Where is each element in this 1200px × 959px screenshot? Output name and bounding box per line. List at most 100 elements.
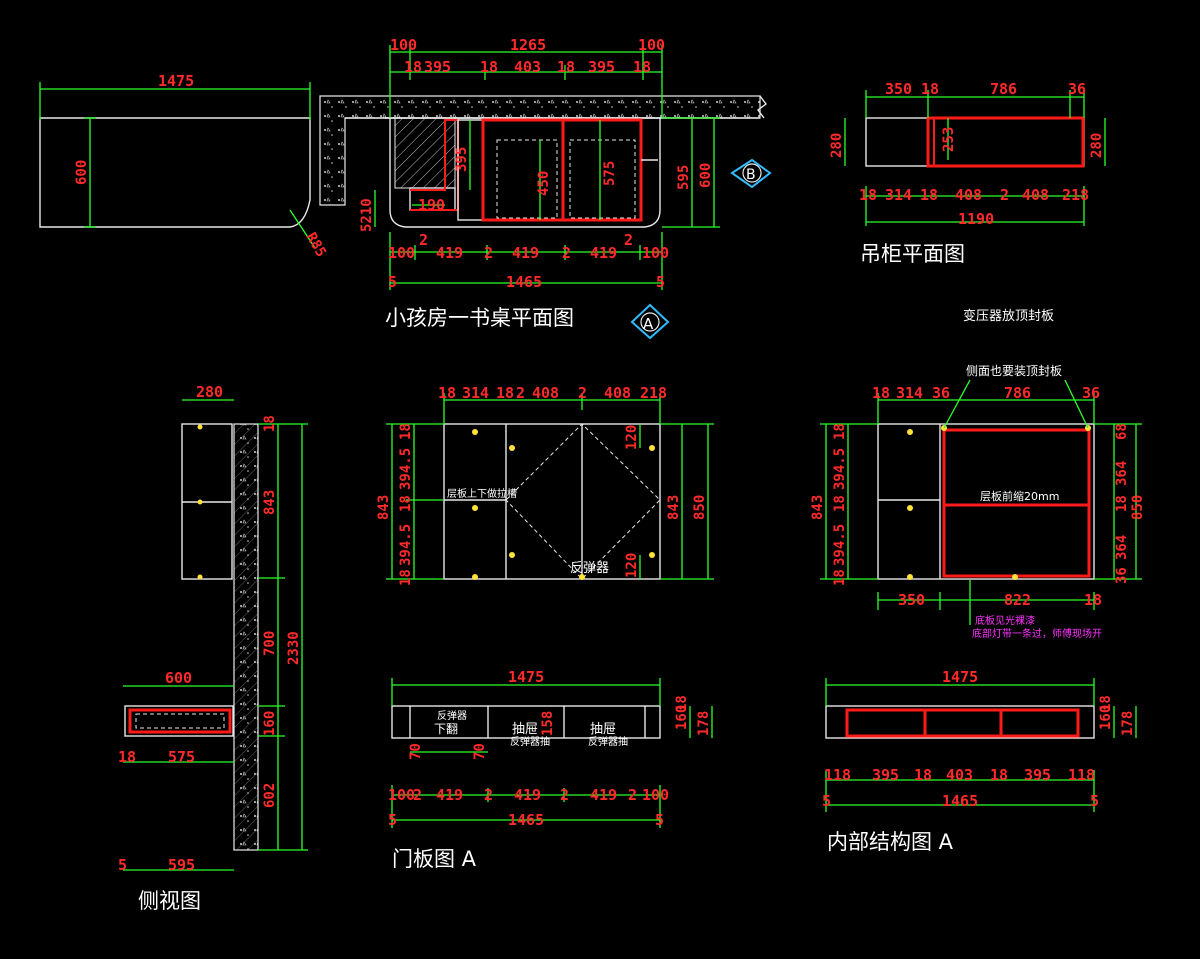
desktop-outline-view: 1475 600 R85 <box>39 72 329 260</box>
int-end-l: 5 <box>822 792 831 810</box>
dim-desk-top-6: 18 <box>633 58 651 76</box>
reflector-note: 反弹器 <box>570 561 609 576</box>
side-v-602: 602 <box>262 783 278 808</box>
side-600: 600 <box>165 669 192 687</box>
door-bot-3: 2 <box>484 786 493 804</box>
int-v-right-2: 18 <box>1114 495 1130 512</box>
door-v-left-4: 18 <box>398 569 414 586</box>
int-v-850: 850 <box>1130 495 1146 520</box>
drawer-sub-1: 反弹器抽 <box>510 735 550 748</box>
int-top-2: 36 <box>932 384 950 402</box>
svg-text:A: A <box>643 315 654 333</box>
door-drawer-18: 18 <box>674 695 690 712</box>
dim-desk-end-r: 5 <box>656 273 665 291</box>
dim-575-v: 575 <box>602 161 618 186</box>
dim-desk-top-2: 18 <box>480 58 498 76</box>
dim-desk-bot-1: 2 <box>419 231 428 249</box>
int-top-4: 36 <box>1082 384 1100 402</box>
wall-v-280: 280 <box>829 133 845 158</box>
int-bot-18: 18 <box>1084 591 1102 609</box>
lower-flip: 下翻 <box>434 722 458 736</box>
door-end-r: 5 <box>655 811 664 829</box>
wall-bot-6: 218 <box>1062 186 1089 204</box>
shelf-setback-note: 层板前缩20mm <box>980 489 1059 503</box>
int-drawer-178: 178 <box>1120 711 1136 736</box>
dim-desk-bot-2: 419 <box>436 244 463 262</box>
dim-desk-bot-4: 419 <box>512 244 539 262</box>
int-v-right-0: 68 <box>1114 423 1130 440</box>
reflector-small: 反弹器 <box>437 709 467 722</box>
door-v-left-3: 394.5 <box>398 524 414 566</box>
side-5: 5 <box>118 856 127 874</box>
dim-395-v: 395 <box>454 147 470 172</box>
side-top-panel-note: 侧面也要装顶封板 <box>966 364 1062 378</box>
wall-top-1: 18 <box>921 80 939 98</box>
door-bot-5: 2 <box>560 786 569 804</box>
dim-desk-end-l: 5 <box>388 273 397 291</box>
int-top-1: 314 <box>896 384 923 402</box>
dim-desk-bot-7: 2 <box>624 231 633 249</box>
int-db-3: 403 <box>946 766 973 784</box>
dim-desk-bot-6: 419 <box>590 244 617 262</box>
door-top-6: 408 <box>604 384 631 402</box>
int-v-left-2: 18 <box>832 495 848 512</box>
int-drawer-160: 160 <box>1098 705 1114 730</box>
door-bot-4: 419 <box>514 786 541 804</box>
door-total: 1465 <box>508 811 544 829</box>
int-db-4: 18 <box>990 766 1008 784</box>
dim-190: 190 <box>418 196 445 214</box>
door-bot-6: 419 <box>590 786 617 804</box>
dim-595-v: 595 <box>676 165 692 190</box>
door-panel-title: 门板图 A <box>392 847 477 871</box>
int-v-right-4: 36 <box>1114 567 1130 584</box>
door-top-7: 218 <box>640 384 667 402</box>
int-v-right-1: 364 <box>1114 461 1130 486</box>
side-total-2330: 2330 <box>286 631 302 665</box>
door-drawer-160: 160 <box>674 705 690 730</box>
int-db-2: 18 <box>914 766 932 784</box>
door-top-1: 314 <box>462 384 489 402</box>
wall-bot-0: 18 <box>859 186 877 204</box>
door-bot-8: 100 <box>642 786 669 804</box>
int-total: 1465 <box>942 792 978 810</box>
door-small-70b: 70 <box>472 743 488 760</box>
int-v-left-1: 394.5 <box>832 448 848 490</box>
dim-desk-top-1: 395 <box>424 58 451 76</box>
door-top-3: 2 <box>516 384 525 402</box>
wall-bot-5: 408 <box>1022 186 1049 204</box>
dim-desk-top-4: 18 <box>557 58 575 76</box>
transformer-note: 变压器放顶封板 <box>963 308 1054 324</box>
shelf-slot-note: 层板上下做拉槽 <box>447 487 517 500</box>
door-bot-1: 2 <box>413 786 422 804</box>
int-end-r: 5 <box>1090 792 1099 810</box>
wall-bot-4: 2 <box>1000 186 1009 204</box>
door-drawer-1475: 1475 <box>508 668 544 686</box>
section-marker-b: B <box>730 158 772 189</box>
door-drawer-158: 158 <box>540 711 556 736</box>
door-end-l: 5 <box>388 811 397 829</box>
side-view-title: 侧视图 <box>138 889 201 913</box>
int-top-3: 786 <box>1004 384 1031 402</box>
wall-bot-3: 408 <box>955 186 982 204</box>
door-top-2: 18 <box>496 384 514 402</box>
side-575: 575 <box>168 748 195 766</box>
dim-desk-top-5: 395 <box>588 58 615 76</box>
door-v-843: 843 <box>376 495 392 520</box>
light-note-2: 底部灯带一条过，师傅现场开 <box>972 627 1102 640</box>
dim-5210-v: 5210 <box>359 198 375 232</box>
side-v-160: 160 <box>262 711 278 736</box>
wall-bot-2: 18 <box>920 186 938 204</box>
dim-100-right: 100 <box>638 36 665 54</box>
int-db-6: 118 <box>1068 766 1095 784</box>
dim-desk-top-0: 18 <box>404 58 422 76</box>
door-top-5: 2 <box>578 384 587 402</box>
door-bot-7: 2 <box>628 786 637 804</box>
dim-100-left: 100 <box>390 36 417 54</box>
drawer-sub-2: 反弹器抽 <box>588 735 628 748</box>
wall-top-3: 36 <box>1068 80 1086 98</box>
int-drawer-1475: 1475 <box>942 668 978 686</box>
door-top-4: 408 <box>532 384 559 402</box>
dim-desk-top-3: 403 <box>514 58 541 76</box>
door-panel-view: 层板上下做拉槽 反弹器 18 314 18 2 408 2 408 218 84… <box>376 384 714 871</box>
side-v-18: 18 <box>262 415 278 432</box>
